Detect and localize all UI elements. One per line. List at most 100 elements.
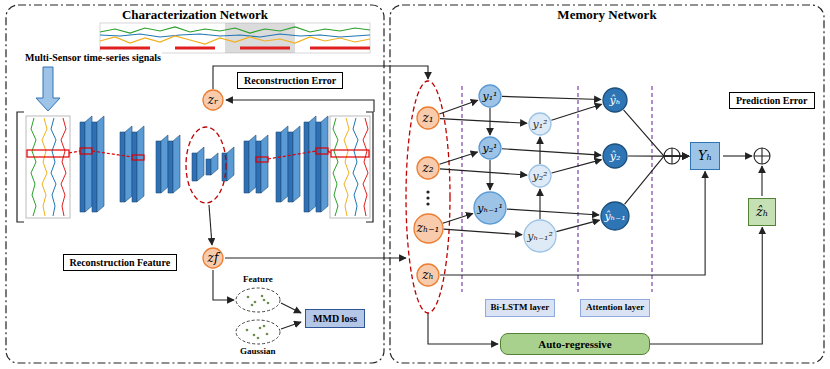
lstm-circle: yₕ₋₁² bbox=[523, 219, 557, 253]
sequence-ellipse bbox=[426, 196, 429, 199]
distribution-ellipse bbox=[263, 299, 266, 302]
conv-layer bbox=[276, 132, 281, 202]
node-label: yₕ₋₁² bbox=[527, 231, 553, 242]
connector bbox=[440, 119, 527, 124]
conv-layer bbox=[161, 135, 168, 193]
circle-outline bbox=[203, 248, 223, 268]
layer-separator bbox=[462, 86, 652, 292]
conv-layer bbox=[316, 122, 321, 212]
sum-symbol bbox=[754, 148, 770, 164]
circle-outline bbox=[524, 220, 556, 252]
conv-layer bbox=[304, 122, 309, 212]
bottleneck-ellipse bbox=[186, 127, 226, 203]
input-circle: z₂ bbox=[416, 156, 440, 180]
signal-plot bbox=[100, 34, 370, 37]
distribution-ellipse bbox=[253, 334, 256, 337]
label-box: Prediction Error bbox=[729, 92, 815, 109]
flow-line bbox=[213, 270, 234, 300]
connector bbox=[439, 152, 477, 164]
sequence-ellipse bbox=[406, 81, 450, 313]
connector bbox=[625, 156, 689, 204]
bracket bbox=[17, 112, 373, 222]
circle-outline bbox=[529, 165, 551, 187]
connector bbox=[539, 189, 540, 219]
flow-line bbox=[281, 322, 301, 329]
node-label: yₕ₋₁¹ bbox=[477, 203, 503, 214]
kernel-window bbox=[316, 148, 328, 154]
connector bbox=[489, 108, 490, 135]
distribution-label: Feature bbox=[242, 275, 274, 285]
circle-outline bbox=[474, 192, 506, 224]
node-label: zᵣ bbox=[208, 94, 219, 106]
flow-line bbox=[209, 205, 212, 245]
connector bbox=[624, 110, 689, 156]
conv-layer bbox=[80, 116, 328, 212]
connector bbox=[650, 227, 762, 344]
connector bbox=[552, 160, 602, 173]
node-label: Reconstruction Feature bbox=[70, 257, 171, 268]
signal-thumbnail bbox=[42, 118, 47, 216]
kernel-window bbox=[80, 148, 92, 154]
distribution-ellipse bbox=[263, 325, 266, 328]
prediction-box: ẑₕ bbox=[748, 198, 776, 226]
node-label: y₂² bbox=[532, 171, 547, 182]
distribution-ellipse bbox=[251, 304, 254, 307]
distribution-label: Gaussian bbox=[239, 347, 277, 357]
distribution-ellipse bbox=[266, 333, 269, 336]
kernel-window bbox=[331, 150, 369, 157]
signal-thumbnail bbox=[26, 116, 70, 218]
conv-layer bbox=[261, 135, 268, 193]
conv-layer bbox=[206, 159, 211, 175]
vector-circle: zf bbox=[202, 247, 224, 269]
conv-layer bbox=[249, 135, 256, 193]
sequence-ellipse bbox=[426, 190, 429, 193]
conv-layer bbox=[85, 116, 92, 212]
kernel-window bbox=[132, 155, 144, 160]
flow-line bbox=[428, 313, 498, 344]
conv-layer bbox=[168, 141, 173, 193]
panel-title: Memory Network bbox=[389, 4, 825, 22]
distribution-ellipse bbox=[236, 320, 280, 344]
distribution-ellipse bbox=[267, 302, 270, 305]
lstm-circle: y₂¹ bbox=[478, 136, 502, 160]
label-box: Reconstruction Error bbox=[237, 72, 343, 89]
node-label: Auto-regressive bbox=[509, 338, 641, 350]
panel-outline bbox=[6, 5, 384, 363]
signal-plot bbox=[100, 36, 370, 44]
node-label: Bi-LSTM layer bbox=[491, 303, 550, 313]
circle-outline bbox=[417, 264, 439, 286]
conv-layer bbox=[97, 116, 104, 212]
node-label: ẑₕ bbox=[756, 205, 768, 219]
distribution-ellipse bbox=[246, 295, 270, 340]
kernel-window bbox=[27, 150, 69, 157]
signal-thumbnail bbox=[344, 118, 349, 216]
sequence-ellipse bbox=[406, 81, 450, 313]
connector bbox=[443, 229, 522, 235]
bracket bbox=[17, 112, 24, 222]
connector bbox=[443, 214, 473, 224]
layer-separator bbox=[577, 86, 578, 292]
circle-outline bbox=[203, 90, 223, 110]
connector bbox=[502, 96, 601, 99]
signal-thumbnail bbox=[31, 118, 36, 216]
input-arrow bbox=[36, 67, 60, 111]
node-label: ŷ₂ bbox=[610, 151, 621, 162]
circle-outline bbox=[479, 137, 501, 159]
conv-layer bbox=[211, 153, 218, 175]
flow-line bbox=[761, 166, 762, 196]
conv-layer bbox=[197, 147, 204, 181]
conv-layer bbox=[321, 116, 328, 212]
conv-layer bbox=[132, 132, 137, 202]
input-circle: zₕ bbox=[416, 263, 440, 287]
circle-outline bbox=[529, 113, 551, 135]
panel-title: Characterization Network bbox=[5, 4, 385, 22]
signal-caption: Multi-Sensor time-series signals bbox=[24, 52, 162, 63]
conv-layer bbox=[256, 141, 261, 193]
node-label: zₕ₋₁ bbox=[417, 222, 440, 234]
layer-separator bbox=[651, 86, 652, 292]
layer-box: Attention layer bbox=[580, 299, 650, 317]
node-label: Prediction Error bbox=[736, 95, 808, 106]
flow-line bbox=[213, 66, 428, 89]
lstm-circle: yₕ₋₁¹ bbox=[473, 191, 507, 225]
circle-outline bbox=[417, 107, 439, 129]
